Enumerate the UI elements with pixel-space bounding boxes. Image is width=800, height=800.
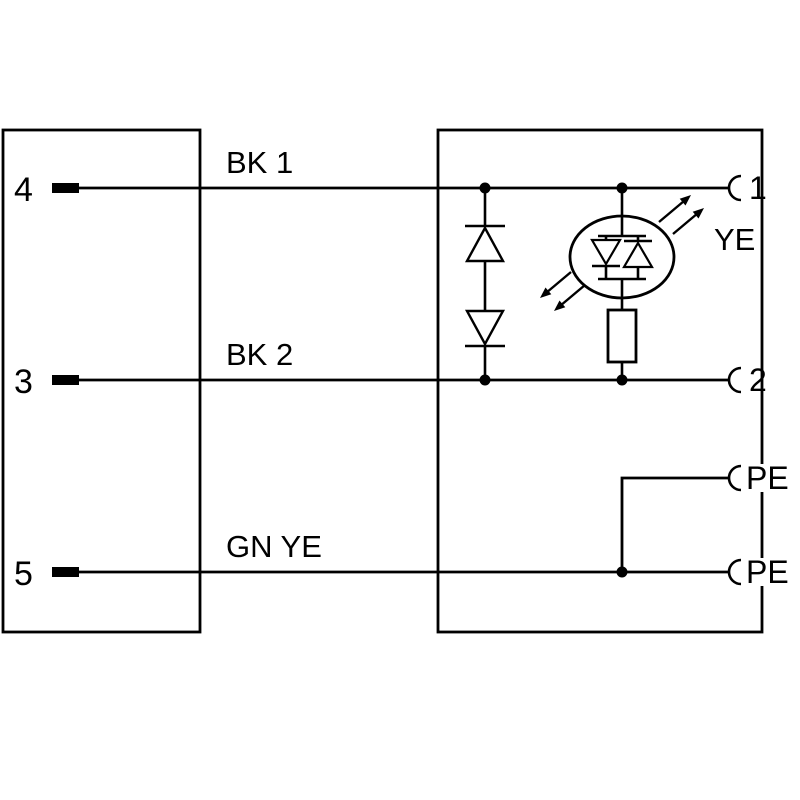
arrow-bottom-left-2-head — [540, 287, 552, 298]
terminal-2-label: 2 — [749, 362, 767, 398]
arrow-top-right-1 — [658, 200, 685, 223]
pin-contacts — [52, 183, 79, 577]
pe-lower-label-backing — [743, 558, 783, 586]
arrow-bottom-left-1 — [559, 284, 586, 307]
terminal-pe-lower-label: PE — [746, 554, 789, 590]
led-branch — [568, 188, 676, 380]
wire-pe-branch — [620, 476, 730, 572]
socket-contact-pe-upper-icon — [727, 464, 742, 492]
pe-upper-label-backing — [743, 464, 783, 492]
socket-contacts — [727, 174, 742, 586]
terminal-1-label: 1 — [749, 170, 767, 206]
diode-2-icon — [464, 309, 506, 347]
pin-3-contact-icon — [52, 375, 79, 385]
diode-1-icon — [464, 225, 506, 263]
junction-dot — [616, 566, 628, 578]
socket-contact-2-icon — [727, 366, 742, 394]
suppressor-diode-branch — [464, 188, 506, 380]
pin-4-contact-icon — [52, 183, 79, 193]
socket-contact-pe-lower-icon — [727, 558, 742, 586]
led-color-label: YE — [714, 222, 755, 257]
wire-bk1-label: BK 1 — [226, 145, 293, 180]
terminal-pe-upper-label: PE — [746, 460, 789, 496]
socket-contact-1-icon — [727, 174, 742, 202]
junction-dot — [616, 182, 628, 194]
arrow-bottom-left-2 — [545, 271, 572, 294]
junction-dots — [479, 182, 628, 578]
pin-4-number: 4 — [14, 171, 33, 209]
arrow-top-right-2 — [672, 212, 699, 235]
led-emission-arrows — [540, 195, 704, 311]
junction-dot — [479, 182, 491, 194]
pin-5-number: 5 — [14, 555, 33, 593]
led-diode-left-icon — [590, 238, 622, 267]
labels: 4 3 5 BK 1 BK 2 GN YE 1 2 PE PE YE — [14, 145, 789, 593]
arrow-top-right-2-head — [692, 208, 704, 219]
pin-3-number: 3 — [14, 363, 33, 401]
pin-5-contact-icon — [52, 567, 79, 577]
resistor-icon — [606, 308, 638, 364]
wire-bk2-label: BK 2 — [226, 337, 293, 372]
arrow-top-right-1-head — [679, 195, 691, 206]
arrow-bottom-left-1-head — [554, 300, 566, 311]
junction-dot — [616, 374, 628, 386]
junction-dot — [479, 374, 491, 386]
wire-gnye-label: GN YE — [226, 529, 322, 564]
